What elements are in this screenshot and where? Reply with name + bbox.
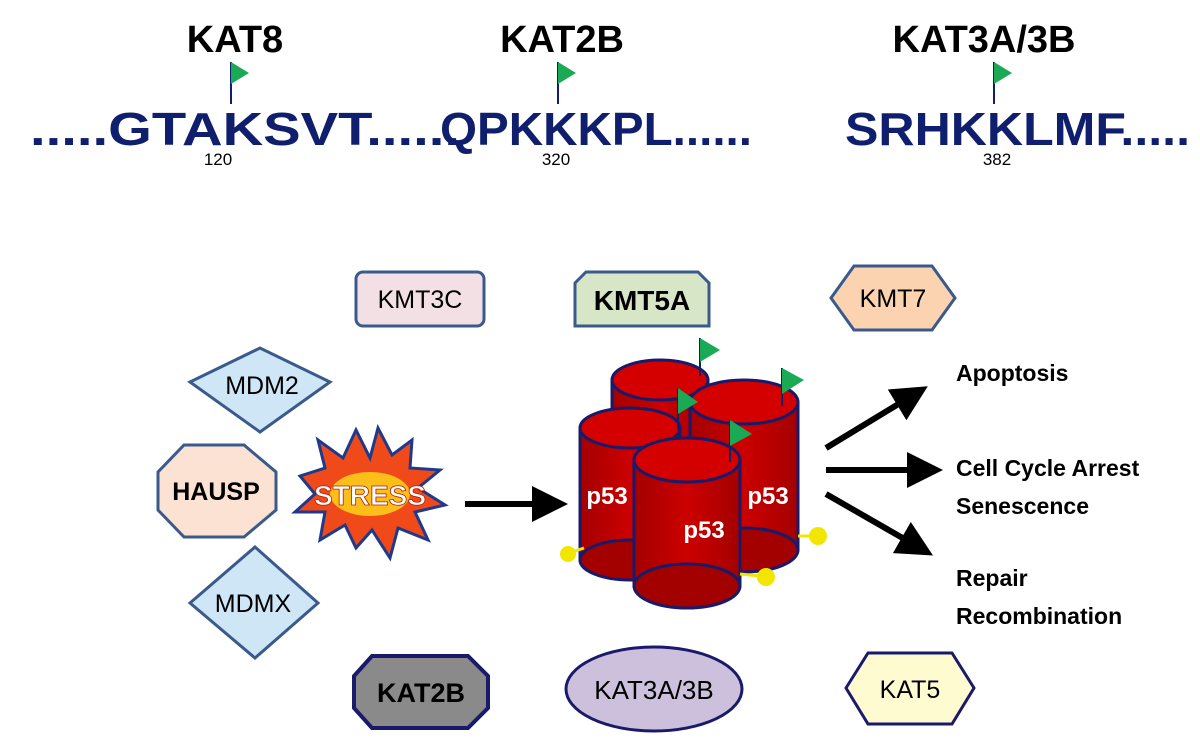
arrow-to-apoptosis <box>824 386 928 451</box>
site-enzyme-label: KAT3A/3B <box>893 19 1076 61</box>
kat3a3b-shape <box>564 645 744 733</box>
acetyl-flag <box>677 388 698 430</box>
kat5-shape <box>844 651 976 726</box>
hausp-label: HAUSP <box>172 478 260 506</box>
site-kat2b: KAT2B QPKKKPL...... 320 <box>440 19 752 169</box>
acetyl-flag <box>781 368 804 406</box>
p53-label: p53 <box>747 483 788 510</box>
kmt7-label: KMT7 <box>860 285 927 313</box>
kmt5a-label: KMT5A <box>594 285 690 316</box>
p53-tetramer: p53 p53 p53 <box>560 338 827 610</box>
kmt3c-label: KMT3C <box>378 286 463 314</box>
mdm2-label: MDM2 <box>225 372 299 400</box>
regulator-hausp: HAUSP <box>156 443 278 539</box>
outcome-apoptosis: Apoptosis <box>956 360 1068 386</box>
outcome-repair: Repair <box>956 565 1028 591</box>
outcome-senescence: Senescence <box>956 493 1089 519</box>
regulator-mdmx: MDMX <box>187 545 321 660</box>
outcome-recombination: Recombination <box>956 603 1122 629</box>
kat3a3b-label: KAT3A/3B <box>594 675 713 705</box>
site-position: 320 <box>542 150 570 169</box>
site-position: 382 <box>983 150 1011 169</box>
site-sequence: SRHKKLMF..... <box>845 103 1190 155</box>
flag-icon <box>730 420 752 446</box>
flag-icon <box>782 368 804 394</box>
kat2b-shape <box>352 654 490 730</box>
kat2b-label: KAT2B <box>377 678 465 708</box>
regulator-kat3a3b: KAT3A/3B <box>564 645 744 733</box>
flag-icon <box>231 62 249 84</box>
regulator-kmt3c: KMT3C <box>354 270 486 328</box>
mdmx-shape <box>187 545 321 660</box>
site-enzyme-label: KAT2B <box>500 19 624 61</box>
kmt7-shape <box>829 264 957 332</box>
mdm2-shape <box>187 346 333 434</box>
stress-burst-core <box>330 472 410 516</box>
lollipop-marker <box>560 546 585 562</box>
p53-label: p53 <box>586 483 627 510</box>
kmt5a-shape <box>573 270 711 328</box>
acetyl-flag <box>699 338 720 376</box>
kat5-label: KAT5 <box>880 676 941 704</box>
site-enzyme-label: KAT8 <box>187 19 283 61</box>
flag-icon <box>678 388 698 414</box>
flag-icon <box>558 62 576 84</box>
regulator-kat5: KAT5 <box>844 651 976 726</box>
mdmx-label: MDMX <box>215 590 292 618</box>
lollipop-marker <box>739 568 775 586</box>
flag-icon <box>700 338 720 362</box>
kmt3c-shape <box>354 270 486 328</box>
flag-icon <box>994 62 1012 84</box>
stress-label: STRESS <box>314 480 426 511</box>
acetyl-flag <box>729 420 752 462</box>
stress-burst: STRESS <box>291 423 449 562</box>
arrow-to-repair <box>824 491 934 556</box>
hausp-shape <box>156 443 278 539</box>
regulator-kmt7: KMT7 <box>829 264 957 332</box>
site-kat8: KAT8 .....GTAKSVT...... 120 <box>30 19 460 169</box>
p53-label: p53 <box>683 517 724 544</box>
site-kat3a3b: KAT3A/3B SRHKKLMF..... 382 <box>845 19 1190 169</box>
regulator-kmt5a: KMT5A <box>573 270 711 328</box>
site-position: 120 <box>204 150 232 169</box>
regulator-kat2b: KAT2B <box>352 654 490 730</box>
p53-cylinder: p53 <box>632 436 742 610</box>
lollipop-marker <box>798 527 827 545</box>
site-sequence: .....GTAKSVT...... <box>30 103 460 155</box>
site-sequence: QPKKKPL...... <box>440 103 752 155</box>
regulator-mdm2: MDM2 <box>187 346 333 434</box>
outcome-cell-cycle-arrest: Cell Cycle Arrest <box>956 455 1140 481</box>
